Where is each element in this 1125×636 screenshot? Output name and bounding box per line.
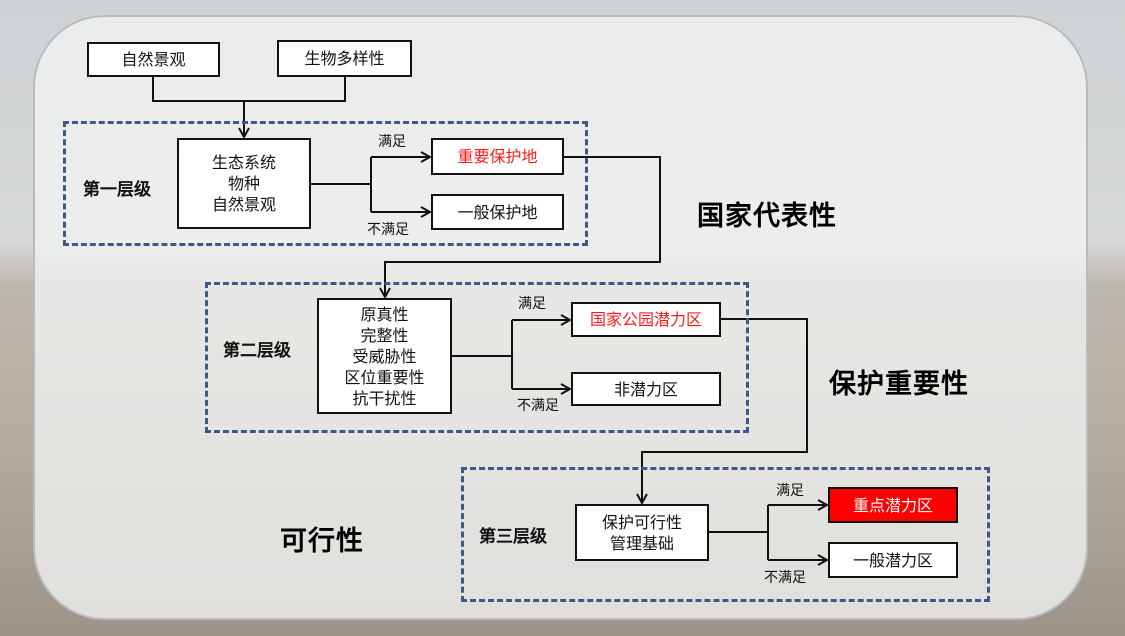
arrow bbox=[385, 156, 661, 297]
connector bbox=[311, 157, 372, 212]
box-label: 重要保护地 bbox=[457, 147, 538, 166]
dimension-feasibility: 可行性 bbox=[280, 526, 364, 557]
connector bbox=[452, 320, 513, 389]
box-label: 一般保护地 bbox=[457, 202, 538, 222]
level-1-criteria: 生态系统 物种 自然景观 bbox=[177, 138, 311, 229]
box-label: 国家公园潜力区 bbox=[589, 310, 702, 329]
dimension-national-representativeness: 国家代表性 bbox=[697, 201, 837, 232]
criterion: 区位重要性 bbox=[344, 367, 425, 387]
criterion: 自然景观 bbox=[211, 195, 276, 214]
box-label: 重点潜力区 bbox=[852, 495, 933, 515]
fail-label: 不满足 bbox=[367, 222, 409, 238]
level-2-group bbox=[205, 282, 749, 433]
dimension-conservation-importance: 保护重要性 bbox=[829, 369, 969, 400]
criterion: 受威胁性 bbox=[352, 346, 417, 366]
criterion: 保护可行性 bbox=[601, 512, 682, 532]
level-1-pass-result: 重要保护地 bbox=[431, 138, 564, 175]
level-1-label: 第一层级 bbox=[83, 180, 151, 200]
criterion: 完整性 bbox=[360, 325, 409, 345]
input-landscape: 自然景观 bbox=[87, 42, 220, 77]
criterion: 物种 bbox=[227, 174, 260, 193]
box-label: 非潜力区 bbox=[613, 379, 678, 399]
level-3-group bbox=[461, 467, 990, 602]
level-2-fail-result: 非潜力区 bbox=[571, 372, 721, 406]
level-1-group bbox=[63, 121, 588, 246]
level-2-pass-result: 国家公园潜力区 bbox=[571, 302, 721, 337]
level-2-label: 第二层级 bbox=[223, 341, 291, 361]
level-1-fail-result: 一般保护地 bbox=[431, 194, 564, 230]
pass-label: 满足 bbox=[776, 483, 804, 499]
level-3-criteria: 保护可行性 管理基础 bbox=[575, 504, 709, 561]
connector bbox=[152, 77, 346, 102]
criterion: 抗干扰性 bbox=[352, 388, 417, 408]
box-label: 一般潜力区 bbox=[852, 550, 933, 570]
criterion: 生态系统 bbox=[211, 153, 276, 172]
criterion: 管理基础 bbox=[609, 533, 674, 553]
level-3-label: 第三层级 bbox=[479, 527, 547, 547]
box-label: 自然景观 bbox=[121, 50, 186, 69]
input-biodiversity: 生物多样性 bbox=[277, 40, 412, 77]
criterion: 原真性 bbox=[360, 304, 409, 324]
fail-label: 不满足 bbox=[517, 398, 559, 414]
level-3-pass-result: 重点潜力区 bbox=[828, 487, 958, 523]
box-label: 生物多样性 bbox=[304, 49, 385, 68]
pass-label: 满足 bbox=[378, 134, 406, 150]
connector bbox=[709, 505, 769, 560]
fail-label: 不满足 bbox=[764, 570, 806, 586]
level-2-criteria: 原真性 完整性 受威胁性 区位重要性 抗干扰性 bbox=[317, 298, 452, 414]
level-3-fail-result: 一般潜力区 bbox=[828, 542, 958, 578]
pass-label: 满足 bbox=[518, 296, 546, 312]
